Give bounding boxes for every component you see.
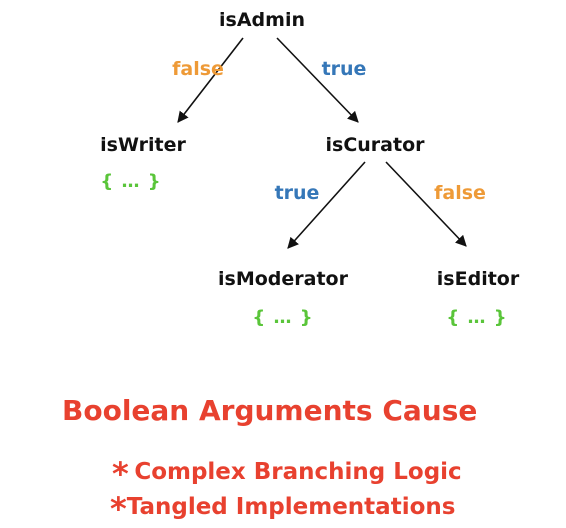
node-is-curator: isCurator: [325, 134, 425, 156]
edge-curator-to-editor: [385, 161, 467, 247]
bullet-text: Complex Branching Logic: [134, 459, 462, 485]
edge-admin-to-writer: [177, 37, 244, 123]
caption-bullet-1: * Complex Branching Logic: [112, 452, 462, 490]
node-is-editor: isEditor: [436, 268, 520, 290]
edge-label-false-left: false: [172, 58, 224, 80]
edge-admin-to-curator: [276, 37, 359, 123]
bullet-asterisk: *: [112, 455, 129, 493]
writer-body-block: { … }: [100, 171, 162, 192]
node-is-moderator: isModerator: [218, 268, 348, 290]
edge-label-true-curator: true: [274, 182, 320, 204]
edge-curator-to-moderator: [287, 161, 366, 249]
moderator-body-block: { … }: [252, 307, 314, 328]
bullet-text: Tangled Implementations: [126, 494, 456, 520]
bullet-asterisk: *: [110, 490, 127, 528]
caption-bullet-2: *Tangled Implementations: [110, 487, 456, 525]
editor-body-block: { … }: [446, 307, 508, 328]
edge-label-false-curator: false: [434, 182, 486, 204]
node-is-admin: isAdmin: [219, 9, 305, 31]
caption-title: Boolean Arguments Cause: [62, 394, 478, 427]
edge-label-true-right: true: [321, 58, 367, 80]
node-is-writer: isWriter: [100, 134, 186, 156]
